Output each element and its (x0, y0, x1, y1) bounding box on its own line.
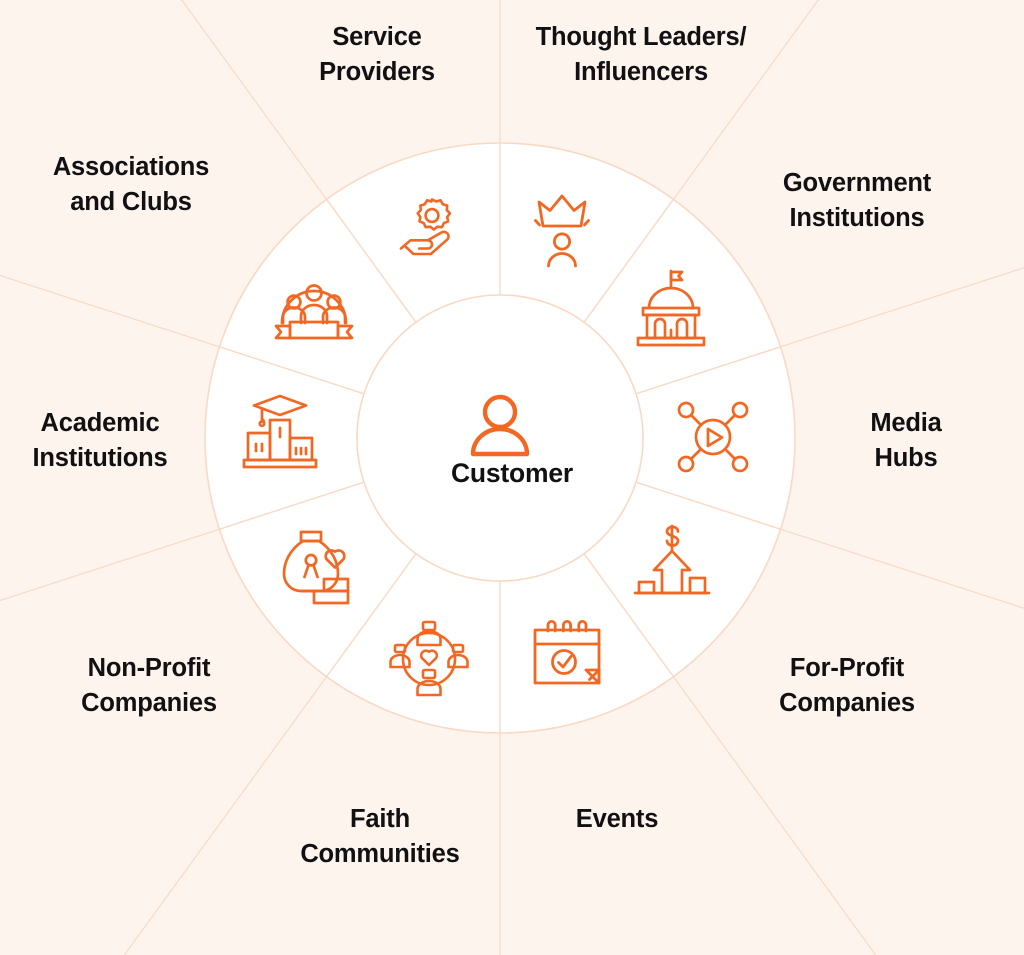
background-ray (672, 676, 877, 955)
segment-label-academic-institutions: Academic Institutions (32, 409, 168, 473)
background-ray (0, 274, 220, 348)
ring-divider (219, 481, 365, 530)
ring-divider (219, 346, 365, 395)
background-ray (672, 0, 819, 200)
growth-chart-icon (633, 524, 711, 595)
ring-divider (635, 346, 781, 395)
background-ray (0, 528, 220, 602)
background-ray (780, 267, 1024, 348)
gear-in-hand-icon (399, 198, 452, 256)
ring-divider (326, 553, 417, 678)
ring-divider (635, 481, 781, 530)
community-heart-icon (389, 620, 469, 697)
segment-label-thought-leaders-influencers: Thought Leaders/ Influencers (535, 23, 747, 87)
donation-bag-icon (282, 530, 350, 605)
background-ray (181, 0, 328, 200)
segment-label-faith-communities: Faith Communities (300, 805, 460, 869)
media-network-icon (677, 401, 749, 473)
background-ray (123, 676, 328, 955)
group-banner-icon (274, 284, 354, 340)
background-ray (780, 528, 1024, 609)
calendar-check-icon (533, 620, 601, 685)
ring-divider-lines (219, 143, 781, 733)
segment-label-for-profit-companies: For-Profit Companies (779, 654, 915, 718)
segment-label-government-institutions: Government Institutions (782, 169, 932, 233)
segment-label-non-profit-companies: Non-Profit Companies (81, 654, 217, 718)
ring-divider (326, 198, 417, 323)
segment-label-associations-and-clubs: Associations and Clubs (52, 153, 210, 217)
crown-person-icon (534, 194, 590, 268)
segment-label-service-providers: Service Providers (319, 23, 435, 87)
ring-divider (583, 553, 674, 678)
segment-label-events: Events (575, 805, 659, 833)
ring-divider (583, 198, 674, 323)
segment-label-media-hubs: Media Hubs (870, 409, 942, 473)
person-icon (470, 394, 530, 457)
center-label: Customer (450, 458, 574, 488)
capitol-building-icon (636, 269, 706, 347)
podium-graduation-icon (242, 394, 318, 469)
inner-center-circle (356, 294, 644, 582)
